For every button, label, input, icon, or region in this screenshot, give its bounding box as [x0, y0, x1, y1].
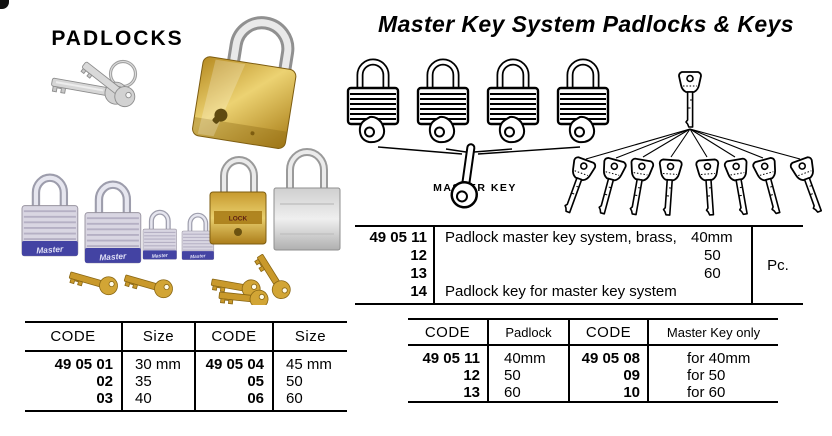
code-cell: 05 [194, 373, 272, 390]
code-cell: 49 05 01 [54, 356, 113, 373]
code-cell: 09 [568, 367, 647, 384]
laminated-padlock-icon [348, 62, 398, 142]
column-header: CODE [568, 320, 647, 346]
description-cell [445, 247, 691, 265]
column-header: CODE [25, 323, 121, 352]
column-header: CODE [408, 320, 487, 346]
fan-lines [585, 128, 801, 160]
laminated-padlock-icon [558, 62, 608, 142]
size-cell: 30 mm [121, 352, 194, 373]
column-header: Master Key only [647, 320, 778, 346]
description-column: Padlock master key system, brass, 40mm 5… [435, 227, 751, 303]
laminated-padlock-photo [85, 185, 141, 263]
brass-key-photo [67, 265, 121, 298]
code-cell: 49 05 11 [369, 229, 427, 246]
laminated-padlock-icon [488, 62, 538, 142]
order-table: 49 05 11 12 13 14 Padlock master key sys… [355, 225, 803, 305]
brass-brand-text: LOCK [229, 216, 248, 223]
code-cell: 49 05 08 [568, 346, 647, 367]
code-cell: 12 [463, 367, 480, 384]
size-cell: 60 [487, 384, 568, 401]
connector-lines [377, 146, 581, 155]
laminated-padlock-photo [143, 212, 177, 260]
steel-padlock-photo [273, 148, 341, 251]
master-cell: for 50 [647, 367, 778, 384]
size-cell: 40 [121, 390, 194, 410]
size-cell: 50 [487, 367, 568, 384]
page-title: PADLOCKS [51, 27, 184, 50]
code-cell: 10 [568, 384, 647, 401]
column-header: Size [121, 323, 194, 352]
section-title: Master Key System Padlocks & Keys [378, 11, 794, 37]
master-cell: for 40mm [647, 346, 778, 367]
description-cell: Padlock master key system, brass, [445, 229, 677, 246]
column-header: Size [272, 323, 347, 352]
laminated-padlock-icon [418, 62, 468, 142]
master-key-icon [678, 71, 702, 128]
laminated-padlock-photo [182, 215, 214, 260]
code-cell: 13 [410, 265, 427, 282]
code-cell: 06 [194, 390, 272, 410]
code-cell: 49 05 11 [422, 350, 480, 367]
master-cell: for 60 [647, 384, 778, 401]
brass-padlock-photo [192, 16, 297, 149]
code-cell: 49 05 04 [194, 352, 272, 373]
size-cell: 40mm [691, 229, 733, 246]
column-header: CODE [194, 323, 272, 352]
scan-artifact [0, 0, 9, 9]
unit-cell: Pc. [751, 227, 803, 303]
laminated-padlock-photo [22, 178, 78, 256]
column-header: Padlock [487, 320, 568, 346]
size-cell: 50 [704, 247, 721, 264]
master-key-system-diagram: MASTER KEY [338, 48, 831, 217]
size-cell: 45 mm [272, 352, 347, 373]
master-key-icon [450, 143, 478, 209]
keyed-alike-keys [555, 155, 831, 217]
padlock-size-table: CODE Size CODE Size 49 05 01 30 mm 49 05… [25, 321, 347, 412]
size-cell: 40mm [487, 346, 568, 367]
code-column: 49 05 11 12 13 14 [355, 227, 435, 303]
keys-on-ring-photo [51, 59, 138, 108]
code-cell: 02 [96, 373, 113, 390]
size-cell: 35 [121, 373, 194, 390]
silver-key-icon [80, 61, 136, 108]
size-cell: 50 [272, 373, 347, 390]
brass-key-photo [122, 268, 176, 301]
master-key-code-table: CODE Padlock CODE Master Key only 49 05 … [408, 318, 778, 403]
size-cell: 60 [704, 265, 721, 282]
padlock-assortment-photo: Master LOCK [8, 148, 341, 305]
description-cell: Padlock key for master key system [445, 283, 677, 300]
key-bundle-photo [209, 250, 295, 305]
brass-padlock-icon [192, 16, 297, 149]
code-cell: 12 [410, 247, 427, 264]
description-cell [445, 265, 691, 283]
size-cell [691, 283, 747, 301]
brass-padlock-small-photo: LOCK [209, 156, 267, 245]
code-cell: 13 [463, 384, 480, 401]
size-cell: 60 [272, 390, 347, 410]
code-cell: 03 [96, 390, 113, 407]
code-cell: 14 [410, 283, 427, 300]
